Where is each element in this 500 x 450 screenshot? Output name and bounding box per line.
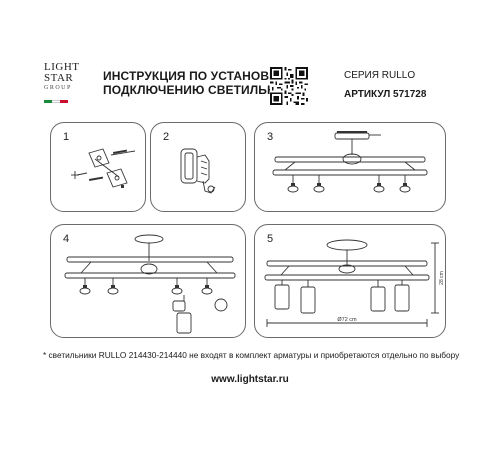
logo-text-light: LIGHT [44,61,80,73]
step-panel-5: 5 Ø72 cm 28 cm [254,224,446,338]
step-number: 2 [163,131,170,143]
wire-connection-drawing [180,148,216,194]
spotlight-installation-drawing [64,234,236,334]
fixture-mounting-drawing [272,131,428,193]
step-panel-4: 4 [50,224,246,338]
document-title: ИНСТРУКЦИЯ ПО УСТАНОВКЕ И ПОДКЛЮЧЕНИЮ СВ… [103,69,301,97]
mounting-plate-drawing [71,148,136,188]
step-panel-1: 1 [50,122,146,212]
brand-logo: LIGHT STAR GROUP [44,62,94,108]
step-number: 1 [63,131,70,143]
step-panel-3: 3 [254,122,446,212]
website-link[interactable]: www.lightstar.ru [211,374,289,385]
article-number: АРТИКУЛ 571728 [344,89,427,100]
step-number: 5 [267,233,274,245]
qr-code-icon [270,67,308,105]
step-panel-2: 2 [150,122,246,212]
logo-text-group: GROUP [44,85,72,91]
assembled-fixture-dimensions-drawing: Ø72 cm 28 cm [264,239,445,327]
title-line-2: ПОДКЛЮЧЕНИЮ СВЕТИЛЬНИКА [103,83,301,97]
step-number: 3 [267,131,274,143]
diameter-label: Ø72 cm [337,317,357,323]
series-label: СЕРИЯ RULLO [344,70,416,81]
logo-text-star: STAR [44,72,74,84]
height-label: 28 cm [439,271,445,285]
italian-flag-icon [44,100,68,103]
step-number: 4 [63,233,70,245]
title-line-1: ИНСТРУКЦИЯ ПО УСТАНОВКЕ И [103,69,297,83]
footnote: * светильники RULLO 214430-214440 не вхо… [43,350,460,360]
